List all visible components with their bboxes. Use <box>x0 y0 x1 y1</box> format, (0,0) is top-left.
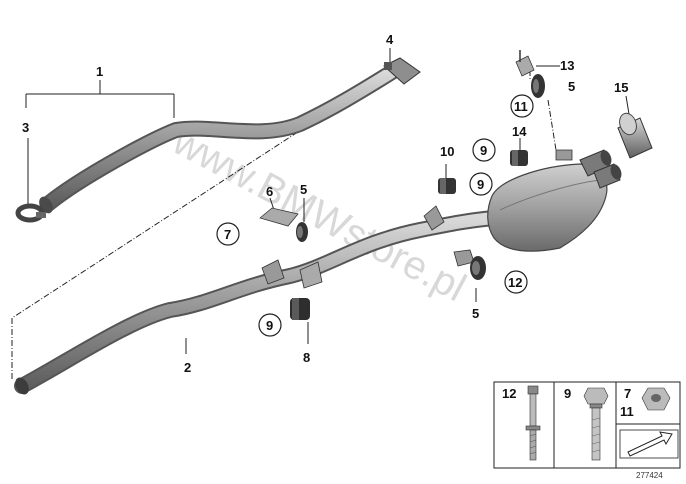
hex-nut-icon <box>641 387 671 411</box>
hanger-5-lower <box>470 256 486 280</box>
part-1-bracket <box>25 80 175 118</box>
label-11: 11 <box>514 99 528 114</box>
legend-label-12: 12 <box>502 386 516 401</box>
rear-muffler <box>453 149 622 267</box>
label-5-mid: 5 <box>300 182 307 197</box>
label-3: 3 <box>22 120 29 135</box>
hex-bolt-icon <box>583 387 609 461</box>
bracket-13 <box>515 50 535 77</box>
label-13: 13 <box>560 58 574 73</box>
bracket-6 <box>259 207 299 227</box>
label-2: 2 <box>184 360 191 375</box>
label-9-mid: 9 <box>477 177 484 192</box>
label-15: 15 <box>614 80 628 95</box>
label-8: 8 <box>303 350 310 365</box>
rear-pipe <box>14 205 503 395</box>
label-1: 1 <box>96 64 103 79</box>
hanger-5-mid <box>296 222 308 242</box>
fastener-legend: 12 9 7 11 <box>493 381 681 469</box>
label-4: 4 <box>386 32 394 47</box>
label-5-upper: 5 <box>568 79 575 94</box>
direction-arrow-icon <box>619 429 679 459</box>
legend-label-9: 9 <box>564 386 571 401</box>
label-12: 12 <box>508 275 522 290</box>
callout-circles <box>216 94 534 337</box>
rubber-mount-14 <box>510 150 528 166</box>
legend-label-7: 7 <box>624 386 631 401</box>
label-5-lower: 5 <box>472 306 479 321</box>
legend-label-11: 11 <box>620 404 634 419</box>
label-10: 10 <box>440 144 454 159</box>
label-9-lower: 9 <box>266 318 273 333</box>
rubber-mount-10 <box>438 178 456 194</box>
stud-bolt-icon <box>525 385 541 461</box>
label-14: 14 <box>512 124 527 139</box>
diagram-number: 277424 <box>636 471 663 480</box>
rubber-mount-8 <box>290 298 310 320</box>
tailpipe-trim-15 <box>617 112 653 159</box>
hanger-5-upper <box>531 74 545 98</box>
label-7: 7 <box>224 227 231 242</box>
clamp-4 <box>383 57 421 85</box>
front-pipe <box>39 64 400 214</box>
label-9-upper: 9 <box>480 143 487 158</box>
label-6: 6 <box>266 184 273 199</box>
clamp-3 <box>15 203 46 223</box>
